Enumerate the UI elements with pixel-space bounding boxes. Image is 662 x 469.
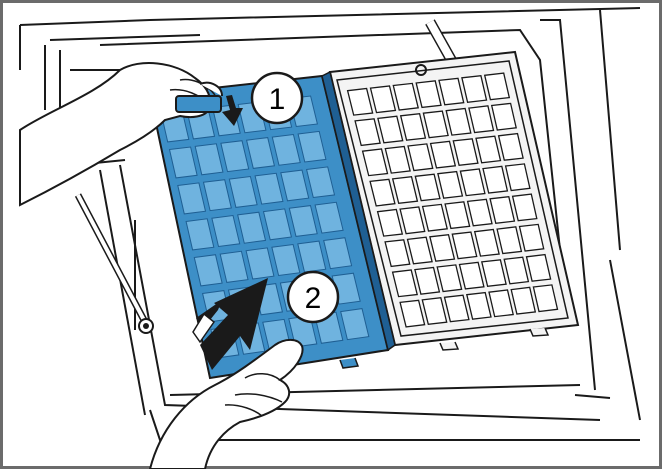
step-badge-2: 2: [288, 272, 338, 322]
step-number-2: 2: [305, 282, 322, 315]
step-badge-1: 1: [252, 73, 302, 123]
filter-tab: [176, 96, 221, 112]
step-number-1: 1: [269, 83, 286, 116]
